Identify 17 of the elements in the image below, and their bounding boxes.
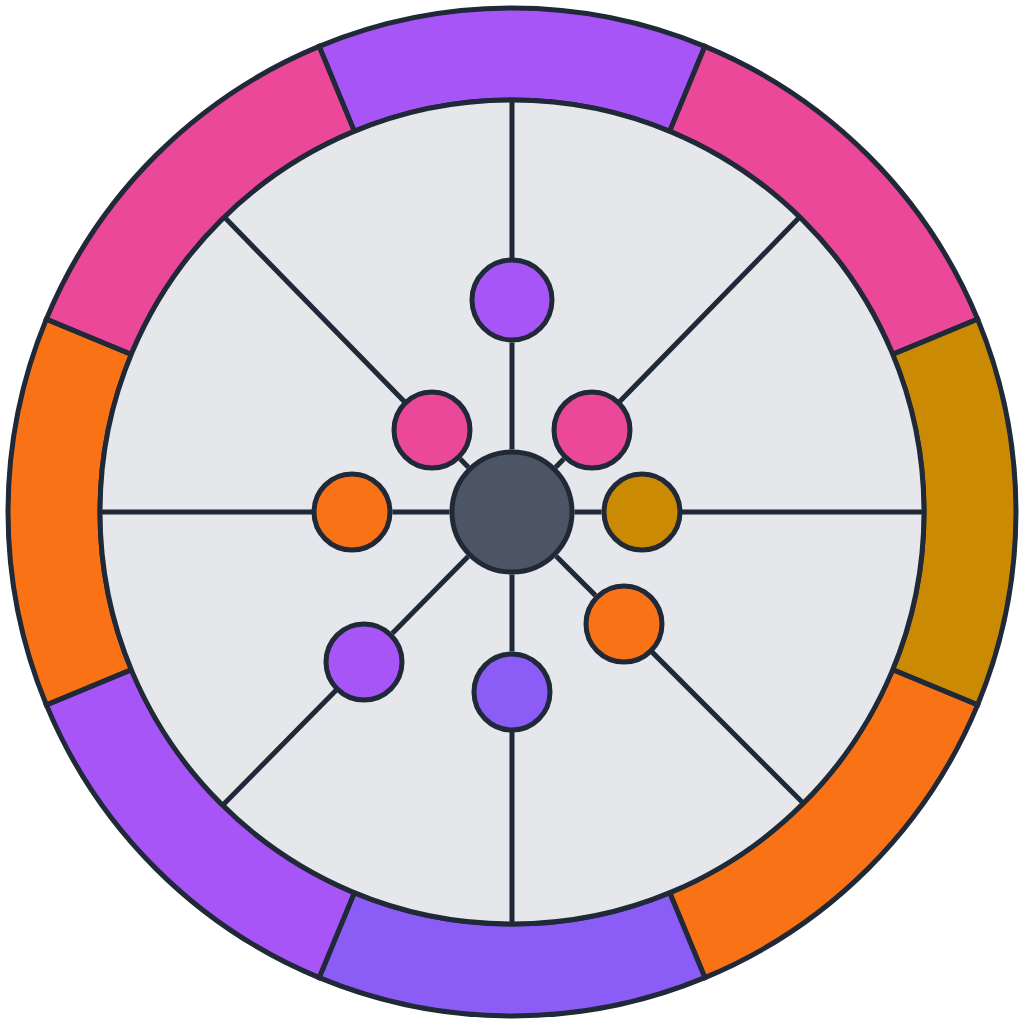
spoke-line [553, 457, 566, 469]
spoke-line [509, 574, 515, 652]
circle-node [583, 583, 665, 665]
circle-node [323, 621, 405, 703]
circle-node [391, 389, 473, 471]
circle-node [311, 471, 393, 553]
circle-node [471, 651, 553, 733]
circle-node [551, 389, 633, 471]
circle-node [601, 471, 683, 553]
spoke-line [574, 509, 602, 515]
spoke-line [392, 509, 450, 515]
spoke-line [554, 554, 598, 598]
spoke-line [458, 457, 471, 469]
spoke-line [509, 342, 515, 450]
hub-circle [449, 449, 575, 575]
spoke-line [390, 554, 470, 635]
circle-node [469, 257, 555, 343]
